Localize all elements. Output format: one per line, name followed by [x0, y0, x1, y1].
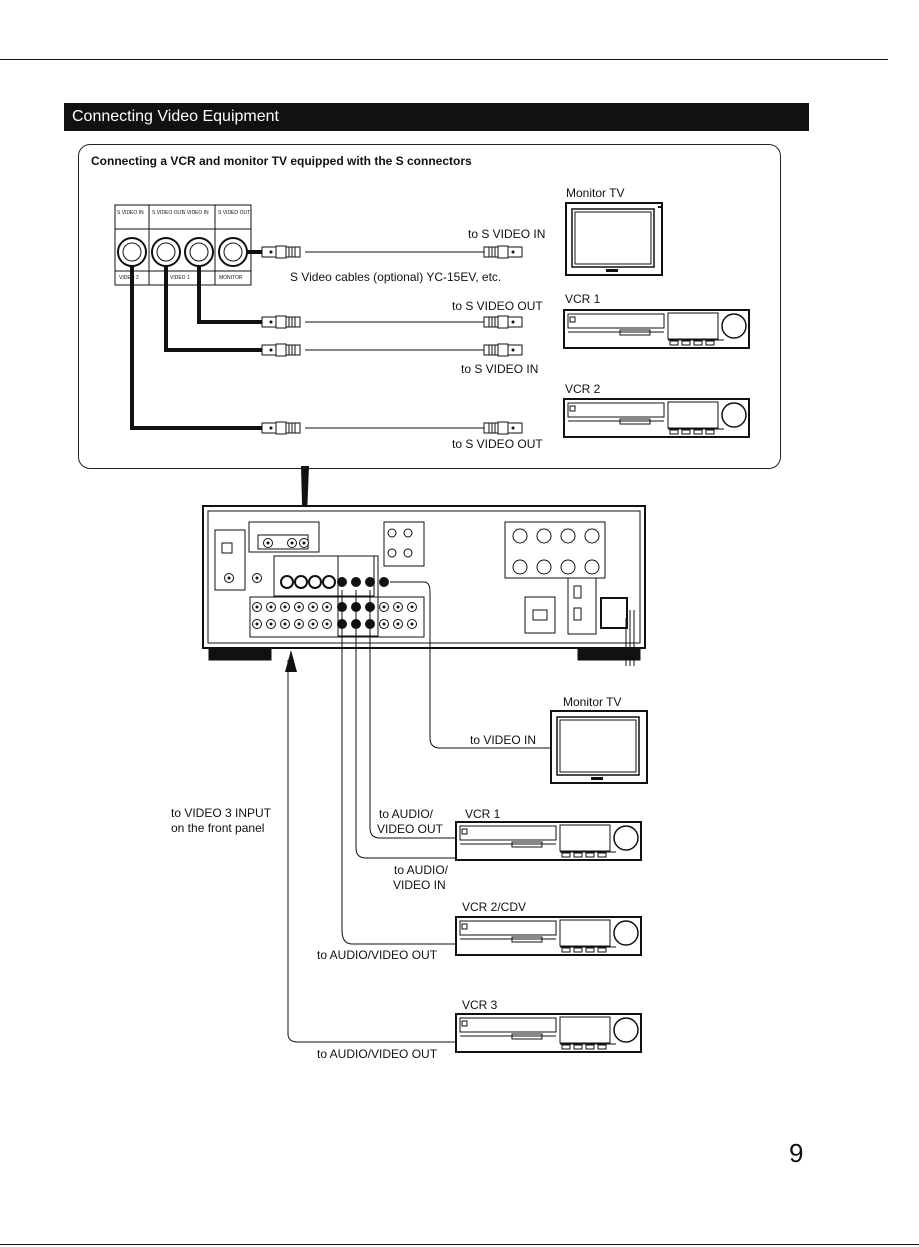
panel-label: S VIDEO IN	[117, 210, 144, 216]
vcr1-top	[563, 309, 750, 349]
panel-label: S VIDEO OUT	[218, 210, 251, 216]
s-plug	[261, 315, 301, 329]
panel-label: S VIDEO OUT	[152, 210, 185, 216]
vcr3-bottom	[455, 1013, 642, 1053]
to-s-video-in-label: to S VIDEO IN	[468, 227, 546, 241]
s-connector-panel	[78, 144, 781, 469]
front-input-label: to VIDEO 3 INPUT	[171, 806, 272, 820]
receiver-rear-panel	[202, 505, 646, 661]
monitor-tv-bottom	[550, 710, 648, 784]
bottom-rule	[0, 1244, 919, 1245]
front-input-arrow	[285, 650, 297, 672]
av-cable-routes	[287, 581, 635, 1043]
group-label: MONITOR	[219, 275, 243, 281]
to-s-video-in-label: to S VIDEO IN	[461, 362, 539, 376]
to-av-in-label: to AUDIO/	[394, 863, 449, 877]
top-rule	[0, 59, 888, 60]
page-number: 9	[789, 1138, 804, 1168]
section-title: Connecting Video Equipment	[64, 103, 809, 131]
monitor-tv-label: Monitor TV	[566, 186, 625, 200]
to-video-in-label: to VIDEO IN	[470, 733, 537, 747]
vcr1-bottom	[455, 821, 642, 861]
monitor-tv-top	[565, 202, 663, 276]
monitor-tv-label: Monitor TV	[563, 695, 622, 709]
group-label: VIDEO 1	[170, 275, 190, 281]
to-av-out-label: to AUDIO/VIDEO OUT	[317, 1047, 438, 1061]
vcr3-label: VCR 3	[462, 998, 498, 1012]
vcr1-label: VCR 1	[465, 807, 501, 821]
to-av-out-label: to AUDIO/VIDEO OUT	[317, 948, 438, 962]
s-cable-routes	[130, 250, 484, 430]
to-s-video-out-label: to S VIDEO OUT	[452, 299, 543, 313]
s-plug	[261, 245, 301, 259]
vcr2-bottom	[455, 916, 642, 956]
vcr2-top	[563, 398, 750, 438]
s-plug	[483, 421, 523, 435]
s-jack-panel	[114, 204, 252, 286]
to-av-in-label: VIDEO IN	[393, 878, 446, 892]
to-s-video-out-label: to S VIDEO OUT	[452, 437, 543, 451]
to-av-out-label: VIDEO OUT	[377, 822, 444, 836]
cable-note: S Video cables (optional) YC-15EV, etc.	[290, 270, 502, 284]
group-label: VIDEO 2	[119, 275, 139, 281]
s-plug	[483, 245, 523, 259]
to-av-out-label: to AUDIO/	[379, 807, 434, 821]
s-plug	[483, 343, 523, 357]
panel-label: S VIDEO IN	[182, 210, 209, 216]
vcr2-cdv-label: VCR 2/CDV	[462, 900, 527, 914]
front-input-label: on the front panel	[171, 821, 265, 835]
vcr2-label: VCR 2	[565, 382, 601, 396]
vcr1-label: VCR 1	[565, 292, 601, 306]
receiver-jacks	[224, 528, 600, 629]
s-plug	[261, 421, 301, 435]
subsection-title: Connecting a VCR and monitor TV equipped…	[91, 154, 472, 168]
s-plug	[483, 315, 523, 329]
s-plug	[261, 343, 301, 357]
